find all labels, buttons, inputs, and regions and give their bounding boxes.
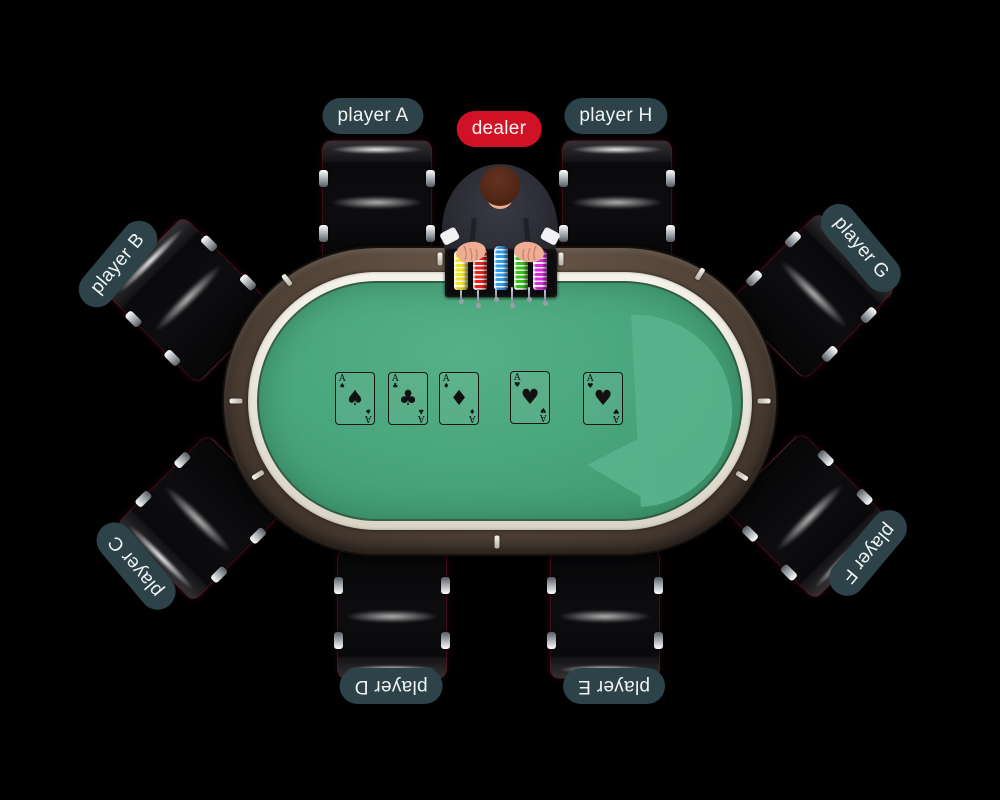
chip-tray-rod <box>542 287 548 306</box>
chair-chrome-tip <box>547 632 556 649</box>
card-suit-icon: ♠ <box>339 382 346 390</box>
card-rank: A <box>468 413 476 423</box>
card-corner: A♣ <box>417 407 425 423</box>
card-suit-icon: ♥ <box>539 406 546 414</box>
rail-seat-marker <box>437 252 443 266</box>
card-suit-icon: ♥ <box>612 407 619 415</box>
card-corner: A♦ <box>468 407 476 423</box>
badge-dealer: dealer <box>456 111 542 147</box>
chair-back <box>550 549 660 679</box>
card-suit-icon: ♣ <box>392 382 399 390</box>
chair-chrome-tip <box>426 225 435 242</box>
card-suit-pip: ♥ <box>520 384 540 409</box>
chair-player-d <box>334 549 450 679</box>
chair-chrome-tip <box>547 577 556 594</box>
card-a-diamond: A♦♦A♦ <box>439 372 479 425</box>
card-suit-icon: ♦ <box>443 382 450 390</box>
chair-chrome-tip <box>654 577 663 594</box>
chair-chrome-tip <box>319 225 328 242</box>
card-suit-pip: ♥ <box>593 385 613 410</box>
card-rank: A <box>514 373 521 383</box>
chip-tray-rod <box>475 287 481 308</box>
card-suit-icon: ♠ <box>364 407 371 415</box>
rail-seat-marker <box>757 398 771 404</box>
rail-seat-marker <box>558 252 564 266</box>
card-rank: A <box>392 374 399 384</box>
card-suit-pip: ♠ <box>345 385 365 410</box>
card-rank: A <box>339 374 346 384</box>
card-suit-pip: ♣ <box>398 385 418 410</box>
card-suit-pip: ♦ <box>449 385 469 410</box>
chair-chrome-tip <box>319 170 328 187</box>
card-corner: A♥ <box>514 374 521 389</box>
card-a-heart: A♥♥A♥ <box>583 372 623 425</box>
chair-chrome-tip <box>559 170 568 187</box>
card-a-heart: A♥♥A♥ <box>510 371 550 424</box>
chair-chrome-tip <box>654 632 663 649</box>
card-suit-icon: ♦ <box>468 407 475 415</box>
chip-tray-rod <box>526 287 532 302</box>
badge-label: player A <box>337 105 409 126</box>
chair-chrome-tip <box>426 170 435 187</box>
badge-label: player E <box>577 676 651 697</box>
dealer-right-cuff <box>540 227 560 245</box>
card-rank: A <box>539 412 547 422</box>
card-suit-icon: ♥ <box>587 382 594 390</box>
badge-label: player D <box>354 676 428 697</box>
chip-stack-2 <box>494 246 508 290</box>
card-rank: A <box>417 413 425 423</box>
dealer-figure <box>440 166 560 263</box>
badge-player-d: player D <box>339 668 443 704</box>
dealer-left-cuff <box>440 227 460 245</box>
chip-tray-rod <box>509 287 515 308</box>
card-corner: A♦ <box>443 375 450 390</box>
card-corner: A♠ <box>364 407 372 423</box>
badge-player-h: player H <box>564 98 668 134</box>
chair-chrome-tip <box>334 577 343 594</box>
card-rank: A <box>364 413 372 423</box>
chair-chrome-tip <box>441 577 450 594</box>
card-corner: A♠ <box>339 375 346 390</box>
card-corner: A♥ <box>539 406 547 422</box>
card-rank: A <box>612 413 620 423</box>
chair-chrome-tip <box>559 225 568 242</box>
chip-tray-rod <box>493 287 499 302</box>
card-a-spade: A♠♠A♠ <box>335 372 375 425</box>
card-corner: A♥ <box>612 407 620 423</box>
card-suit-icon: ♣ <box>417 407 424 415</box>
rail-seat-marker <box>229 398 243 404</box>
chair-chrome-tip <box>666 225 675 242</box>
badge-player-e: player E <box>562 668 666 704</box>
chip-tray-rod <box>458 287 464 304</box>
card-rank: A <box>587 374 594 384</box>
chair-chrome-tip <box>666 170 675 187</box>
card-rank: A <box>443 374 450 384</box>
rail-seat-marker <box>494 535 500 549</box>
card-corner: A♥ <box>587 375 594 390</box>
table-cushion-ring <box>248 272 752 530</box>
card-corner: A♣ <box>392 375 399 390</box>
chair-chrome-tip <box>334 632 343 649</box>
badge-player-a: player A <box>322 98 424 134</box>
dealer-head-icon <box>480 166 520 206</box>
chair-back <box>337 549 447 679</box>
badge-label: player H <box>579 105 653 126</box>
card-suit-icon: ♥ <box>514 381 521 389</box>
badge-label: dealer <box>471 118 527 139</box>
card-a-club: A♣♣A♣ <box>388 372 428 425</box>
table-felt <box>257 281 743 521</box>
chair-chrome-tip <box>441 632 450 649</box>
chair-player-e <box>547 549 663 679</box>
